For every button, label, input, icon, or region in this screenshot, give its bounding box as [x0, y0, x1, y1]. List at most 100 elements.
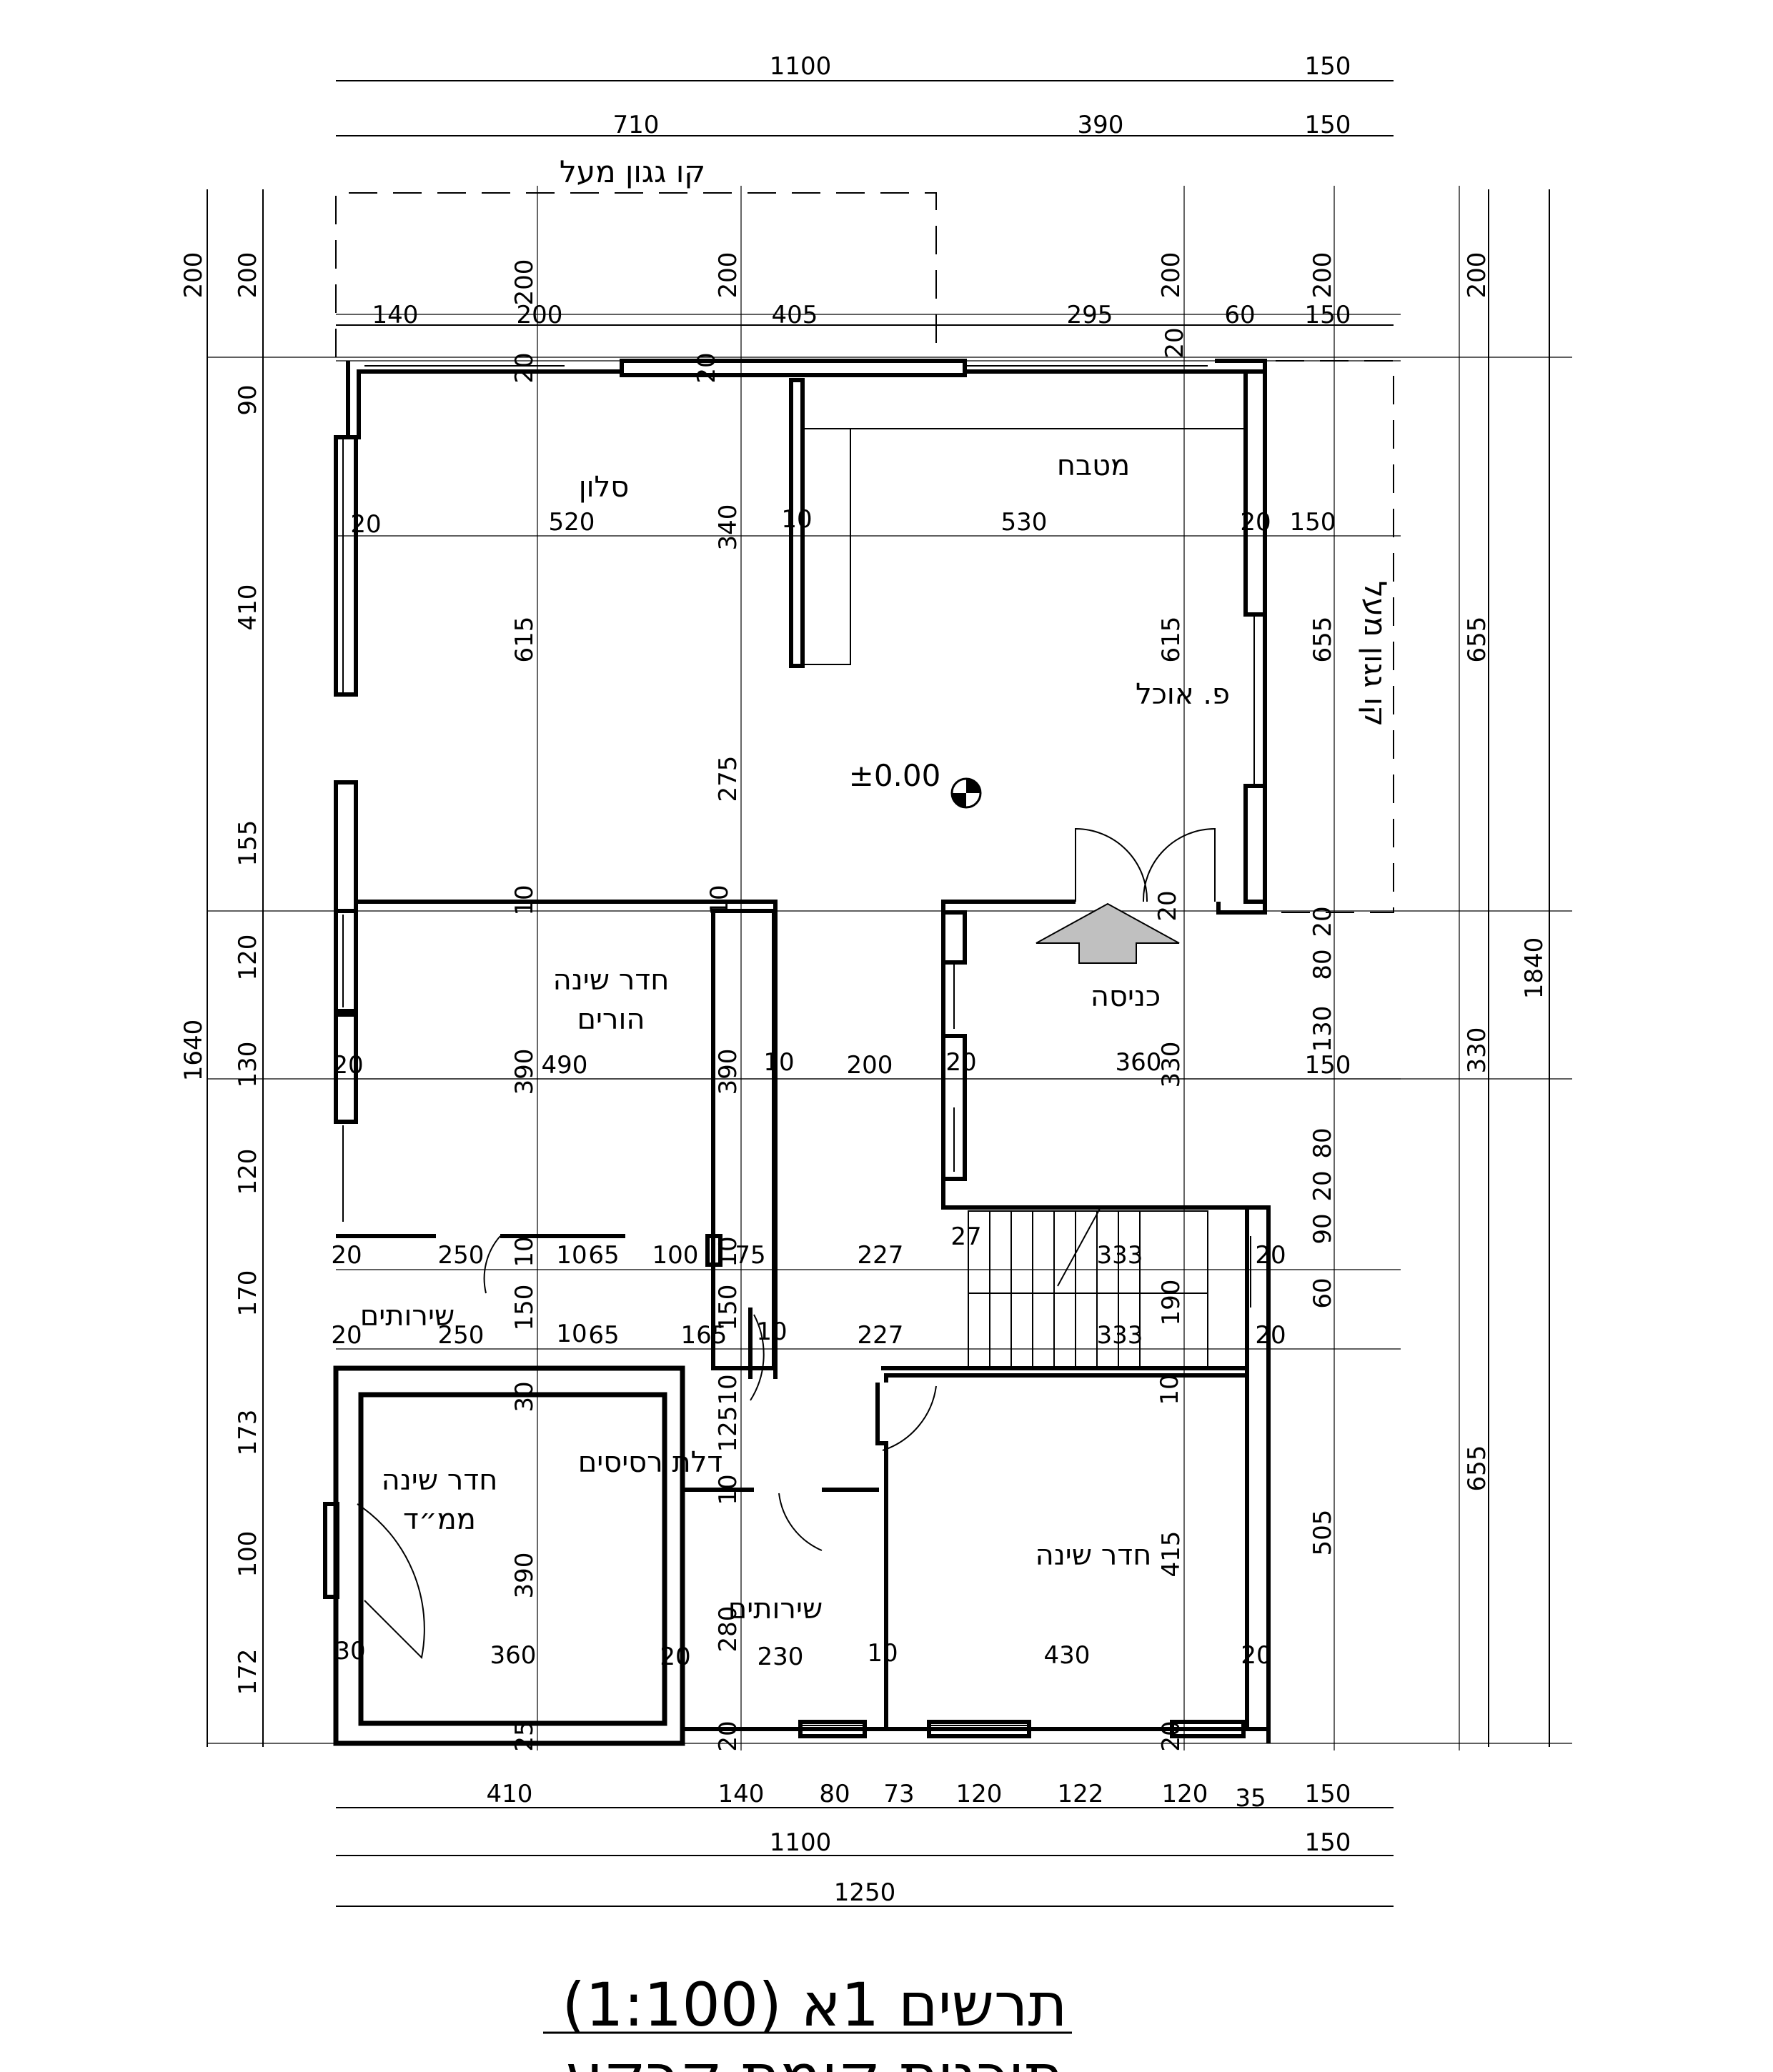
dim-int-69: 20 [714, 1720, 743, 1751]
dim-right-a-2: 330 [1463, 1027, 1491, 1074]
stairs [968, 1207, 1208, 1369]
dim-top3-3: 295 [1067, 301, 1113, 329]
dim-int-60: 30 [334, 1637, 365, 1665]
dim-int-62: 20 [660, 1643, 690, 1671]
dim-int-28: 150 [1305, 1051, 1351, 1080]
dim-int-24: 200 [847, 1051, 893, 1080]
room-labels: סלון מטבח פ. אוכל חדר שינה הורים שירותים… [360, 154, 1393, 1625]
dim-int-49: 10 [756, 1318, 787, 1346]
dim-int-46: 165 [681, 1321, 727, 1350]
dims-left: 200 1640 200 90 410 155 120 130 120 170 … [179, 252, 262, 1695]
dim-bottom1-1: 140 [718, 1780, 765, 1808]
dim-int-5: 20 [1161, 327, 1189, 358]
dim-int-55: 125 [714, 1406, 743, 1453]
dim-int-23: 10 [763, 1048, 794, 1077]
room-kitchen: מטבח [1057, 449, 1130, 482]
dim-right-a-0: 200 [1463, 252, 1491, 299]
dim-int-31: 10 [510, 1236, 539, 1267]
dim-int-19: 20 [332, 1051, 363, 1080]
room-wc1: שירותים [360, 1300, 455, 1333]
dim-int-6: 20 [350, 510, 381, 539]
dim-top3-0: 140 [372, 301, 419, 329]
drawing-subtitle: תוכנית קומת קרקע [565, 2041, 1063, 2072]
dim-left-outer-0: 200 [179, 252, 208, 299]
dim-right-a-3: 655 [1463, 1445, 1491, 1492]
room-living: סלון [579, 471, 630, 504]
dim-int-64: 230 [758, 1643, 804, 1671]
dim-top2-2: 150 [1305, 111, 1351, 139]
dim-int-44: 10 [556, 1320, 587, 1348]
dim-top1-0: 1100 [770, 52, 832, 81]
dim-int-51: 333 [1097, 1321, 1143, 1350]
dim-bottom1-3: 73 [883, 1780, 914, 1808]
dim-right-b: 1840 [1520, 937, 1549, 1000]
dim-int-65: 10 [867, 1639, 898, 1668]
dim-right-c-2: 20 [1308, 906, 1337, 937]
dim-int-20: 390 [510, 1049, 539, 1095]
dim-bottom2-0: 1100 [770, 1828, 832, 1857]
dim-int-40: 20 [1255, 1241, 1286, 1270]
dim-bottom1-8: 150 [1305, 1780, 1351, 1808]
dim-left-inner-4: 120 [234, 935, 262, 981]
dim-int-38: 27 [950, 1222, 981, 1251]
dim-right-c-4: 130 [1308, 1006, 1337, 1052]
dim-right-a-1: 655 [1463, 617, 1491, 663]
dim-int-63: 280 [714, 1606, 743, 1653]
dim-int-1: 200 [714, 252, 743, 299]
dim-top2-0: 710 [613, 111, 660, 139]
room-dining: פ. אוכל [1136, 678, 1230, 711]
dim-right-c-8: 60 [1308, 1277, 1337, 1308]
dim-bottom1-0: 410 [487, 1780, 533, 1808]
dim-right-c-6: 20 [1308, 1170, 1337, 1201]
dim-top3-1: 200 [517, 301, 563, 329]
dim-int-13: 615 [510, 617, 539, 663]
dim-left-inner-9: 100 [234, 1531, 262, 1578]
elevation-label: ±0.00 [849, 758, 941, 793]
dim-int-11: 20 [1240, 508, 1271, 537]
dim-int-47: 150 [510, 1285, 539, 1331]
dim-left-inner-5: 130 [234, 1042, 262, 1088]
dims-right: 200 655 20 80 130 80 20 90 60 505 200 65… [1308, 252, 1549, 1556]
dim-left-inner-1: 90 [234, 384, 262, 415]
dim-int-9: 10 [781, 505, 812, 534]
dim-int-25: 20 [945, 1048, 976, 1077]
room-bedroom: חדר שינה [1036, 1539, 1152, 1572]
dim-int-61: 360 [490, 1641, 537, 1670]
grid-lines [207, 186, 1572, 1750]
dim-int-54: 10 [1156, 1374, 1184, 1405]
title-block: תרשים 1א (1:100) תוכנית קומת קרקע [543, 1970, 1072, 2072]
windows [342, 365, 1255, 1726]
doors [357, 827, 1216, 1660]
dim-int-53: 30 [510, 1381, 539, 1412]
entrance-arrow-icon [1036, 902, 1180, 964]
dim-int-66: 430 [1044, 1641, 1091, 1670]
dim-int-7: 520 [549, 508, 595, 537]
dim-bottom1-6: 120 [1162, 1780, 1208, 1808]
dim-top3-4: 60 [1224, 301, 1255, 329]
dim-int-37: 227 [858, 1241, 904, 1270]
dim-int-14: 615 [1157, 617, 1186, 663]
dim-int-21: 490 [542, 1051, 588, 1080]
dim-int-17: 10 [705, 885, 734, 915]
dim-int-26: 360 [1116, 1048, 1162, 1077]
dim-int-48: 150 [714, 1285, 743, 1331]
dim-int-3: 20 [510, 352, 539, 383]
dim-int-68: 25 [510, 1720, 539, 1751]
drawing-title: תרשים 1א (1:100) [562, 1970, 1067, 2040]
dims-bottom: 410 140 80 73 120 122 120 35 150 1100 15… [487, 1780, 1351, 1907]
room-parents-line2: הורים [577, 1003, 645, 1036]
dim-int-50: 227 [858, 1321, 904, 1350]
dim-int-15: 275 [714, 756, 743, 802]
room-shutter-door: דלת רסיסים [578, 1446, 723, 1479]
dim-left-inner-7: 170 [234, 1270, 262, 1317]
dim-int-32: 10 [556, 1241, 587, 1270]
dim-left-inner-6: 120 [234, 1149, 262, 1195]
room-safe-line1: חדר שינה [382, 1464, 498, 1497]
room-entrance: כניסה [1091, 980, 1161, 1013]
dim-int-2: 200 [1157, 252, 1186, 299]
dim-int-30: 250 [438, 1241, 485, 1270]
dim-left-outer-1: 1640 [179, 1020, 208, 1082]
dim-int-70: 20 [1157, 1720, 1186, 1751]
dim-int-18: 20 [1153, 890, 1182, 921]
